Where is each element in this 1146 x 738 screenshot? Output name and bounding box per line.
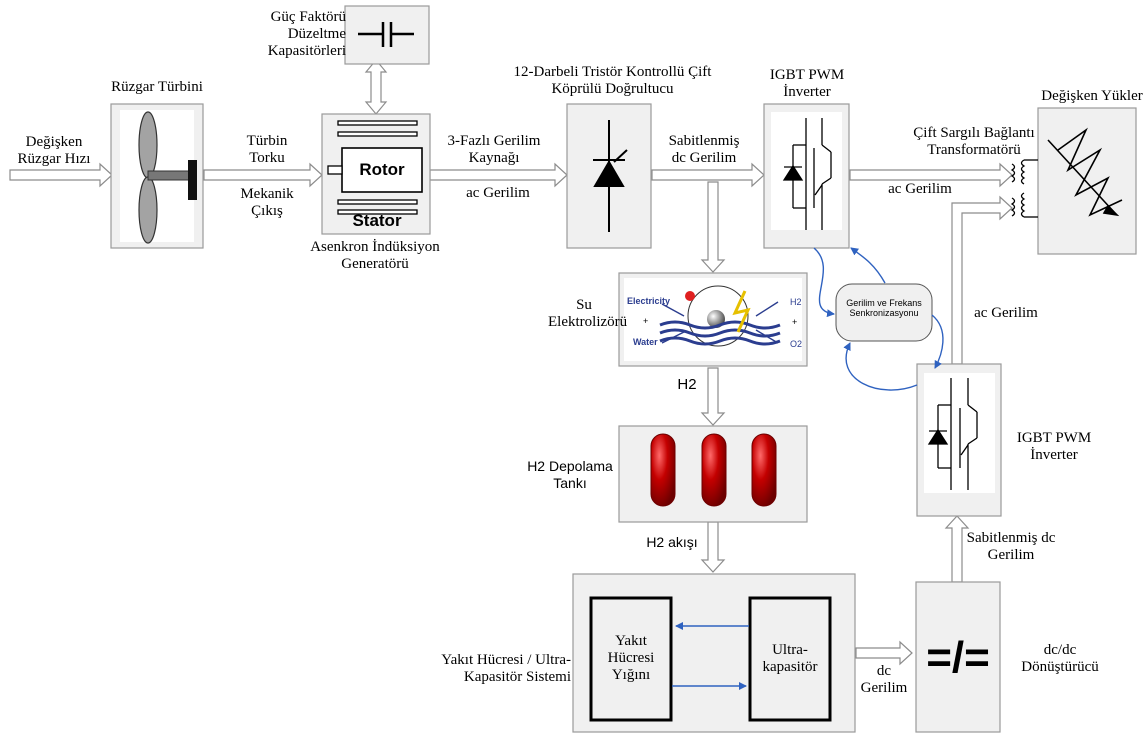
fc-stack-box [589,596,673,722]
arrow-dcdc-to-inverter [944,515,970,583]
inverter-top-label: IGBT PWM İnverter [769,67,845,100]
arrow-inverter-to-transformer-2 [951,195,1013,365]
arrow-fc-to-dcdc [855,640,913,666]
generator-label: Asenkron İndüksiyon Generatörü [310,239,440,272]
rectifier-label: 12-Darbeli Tristör Kontrollü Çift Köprül… [513,64,712,97]
stator-label: Stator [352,211,402,230]
h2-stream-label: H2 akışı [646,534,698,550]
three-phase-label: 3-Fazlı Gerilim Kaynağı [447,133,541,166]
inverter-bottom-label: IGBT PWM İnverter [1016,430,1092,463]
hydrogen-tanks-icon [650,433,777,507]
curve-sync-to-inverter-bottom [931,314,944,369]
dcdc-symbol: =/= [926,633,990,682]
water-label: Water [633,337,658,347]
generator-icon [327,120,423,215]
electrolyzer-label: Su Elektrolizörü [548,297,628,330]
pf-capacitor-label: Güç Faktörü Düzeltme Kapasitörleri [267,9,346,59]
arrow-dc-to-electrolyzer [700,181,726,273]
h2-storage-label: H2 Depolama Tankı [527,458,613,491]
variable-resistor-icon [1047,127,1123,217]
h2-flow-label: H2 [677,376,697,393]
wind-turbine-icon [120,110,197,244]
electricity-label: Electricity [627,296,671,306]
h2-product-label: H2 [790,297,802,307]
ac-voltage-label-1: ac Gerilim [466,185,530,201]
transformer-label: Çift Sargılı Bağlantı Transformatörü [913,125,1035,158]
curve-sync-to-inverter [850,247,886,284]
rotor-label: Rotor [359,160,405,179]
mechanical-output-label: Mekanik Çıkış [240,186,294,219]
sync-block [835,283,933,342]
dcdc-label: dc/dc Dönüştürücü [1021,642,1099,675]
dcdc-block [915,581,1001,733]
o2-product-label: O2 [790,339,803,349]
plus-right-label: + [792,317,798,327]
fc-system-label: Yakıt Hücresi / Ultra-Kapasitör Sistemi [441,652,571,685]
thyristor-icon [593,120,628,232]
igbt-top-icon [771,112,842,230]
turbine-torque-label: Türbin Torku [246,133,288,166]
ultracap-box [748,596,832,722]
ac-voltage-label-3: ac Gerilim [974,305,1038,321]
fixed-dc-label-2: Sabitlenmiş dc Gerilim [966,530,1056,563]
arrow-tank-to-fc [700,521,726,573]
loads-block [1037,107,1137,255]
fixed-dc-label-1: Sabitlenmiş dc Gerilim [668,133,740,166]
igbt-bottom-icon [924,373,995,493]
arrow-inverter-to-transformer [849,162,1013,188]
arrow-capacitor-generator [364,59,388,115]
transformer-icon [1010,159,1038,218]
sync-label: Gerilim ve Frekans Senkronizasyonu [846,298,922,318]
curve-inverter-to-sync [813,247,835,318]
arrow-electrolyzer-to-tank [700,367,726,426]
curve-inverter-bottom-to-sync [843,342,918,391]
variable-loads-label: Değişken Yükler [1041,88,1143,104]
ultracap-label: Ultra-kapasitör [762,642,818,675]
capacitor-symbol-icon [358,22,414,47]
dc-voltage-label: dc Gerilim [860,663,908,696]
wind-turbine-label: Rüzgar Türbini [111,79,203,95]
wind-speed-label: Değişken Rüzgar Hızı [17,134,91,167]
arrow-rectifier-to-inverter [651,162,765,188]
arrow-generator-to-rectifier [429,162,568,188]
capacitor-block [344,5,430,65]
fc-stack-label: Yakıt Hücresi Yığını [607,633,655,683]
arrow-turbine-to-generator [203,162,323,188]
ac-voltage-label-2: ac Gerilim [888,181,952,197]
electrolyzer-icon [624,278,802,361]
arrow-wind-to-turbine [9,162,113,188]
plus-left-label: + [643,316,649,326]
